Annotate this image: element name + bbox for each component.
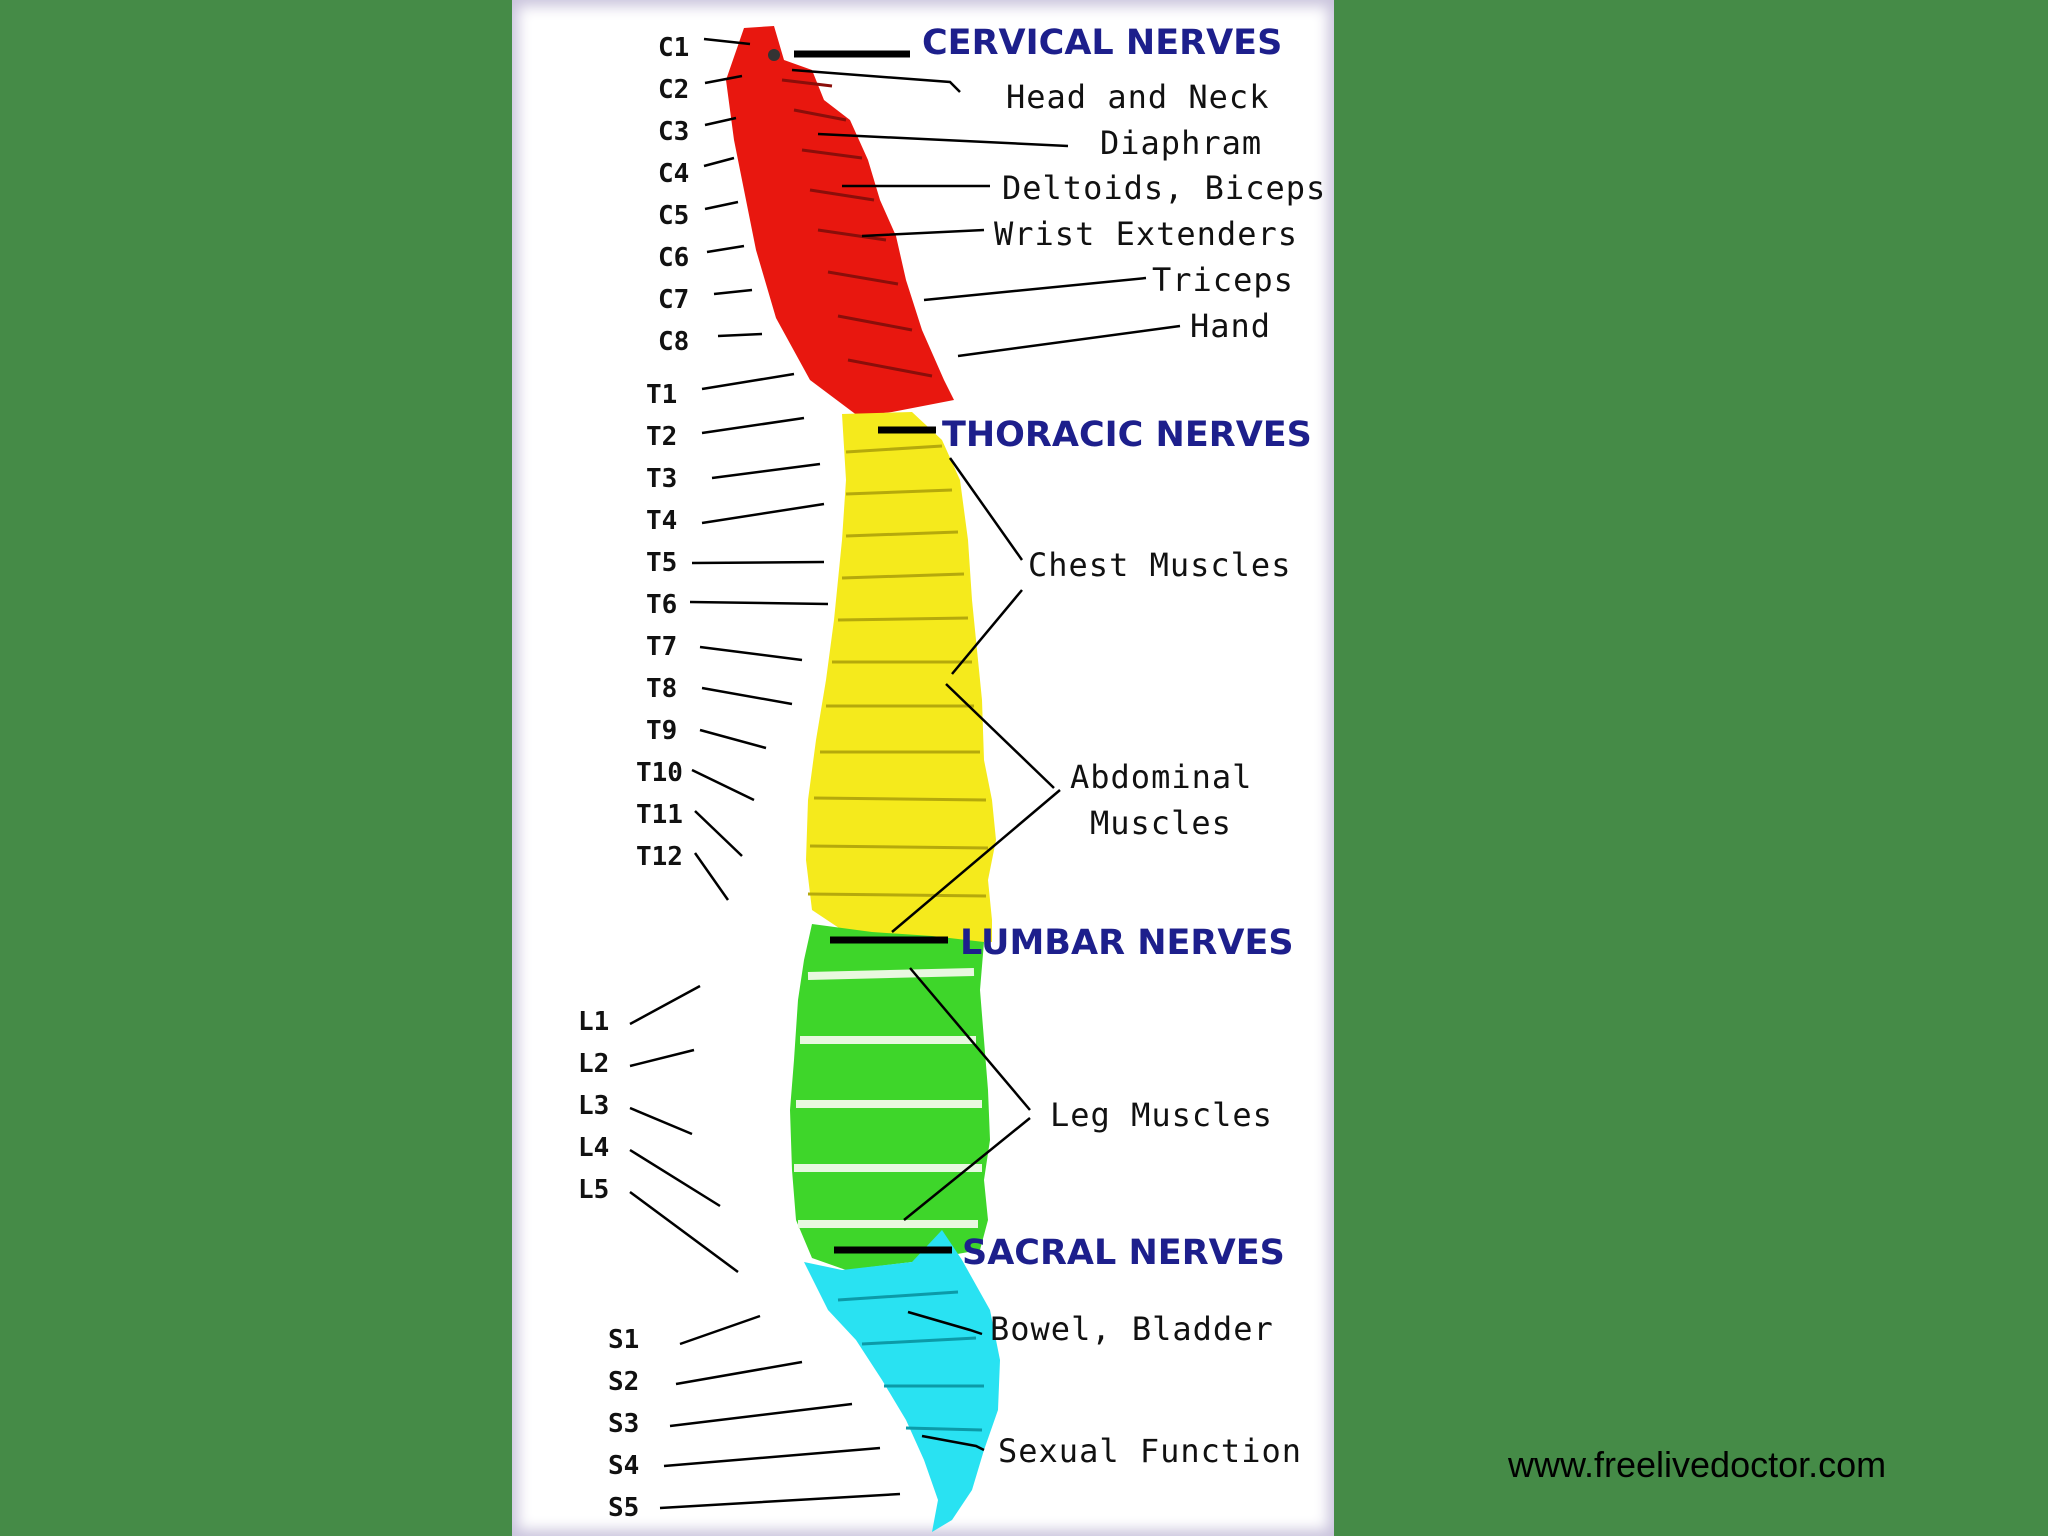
vertebra-label: S2 (608, 1367, 639, 1397)
diagram-panel: CERVICAL NERVES THORACIC NERVES LUMBAR N… (512, 0, 1334, 1536)
heading-cervical-nerves: CERVICAL NERVES (922, 23, 1282, 63)
vertebra-label: C5 (658, 201, 689, 231)
vertebra-label: T7 (646, 632, 677, 662)
vertebra-label: T9 (646, 716, 677, 746)
vertebra-labels-sacral: S1 S2 S3 S4 S5 (608, 1325, 639, 1523)
vertebra-label: T2 (646, 422, 677, 452)
vertebra-label: T11 (636, 800, 683, 830)
vertebra-label: S5 (608, 1493, 639, 1523)
vertebra-labels-lumbar: L1 L2 L3 L4 L5 (578, 1007, 609, 1205)
vertebra-label: L1 (578, 1007, 609, 1037)
vertebra-label: C7 (658, 285, 689, 315)
label-bowel-bladder: Bowel, Bladder (990, 1310, 1274, 1348)
vertebra-label: T10 (636, 758, 683, 788)
leader-lines (629, 37, 1181, 1510)
heading-markers (794, 50, 952, 1254)
vertebra-labels-cervical: C1 C2 C3 C4 C5 C6 C7 C8 (658, 33, 689, 357)
vertebra-label: T8 (646, 674, 677, 704)
heading-sacral-nerves: SACRAL NERVES (962, 1233, 1285, 1273)
vertebra-label: T6 (646, 590, 677, 620)
heading-lumbar-nerves: LUMBAR NERVES (960, 923, 1294, 963)
vertebra-label: L4 (578, 1133, 609, 1163)
heading-thoracic-nerves: THORACIC NERVES (942, 415, 1312, 455)
vertebra-label: T1 (646, 380, 677, 410)
label-chest-muscles: Chest Muscles (1028, 546, 1291, 584)
vertebra-label: S3 (608, 1409, 639, 1439)
label-abdominal: Abdominal (1070, 758, 1252, 796)
label-head-and-neck: Head and Neck (1006, 78, 1269, 116)
website-url: www.freelivedoctor.com (1508, 1444, 1887, 1485)
vertebra-label: S4 (608, 1451, 639, 1481)
vertebra-label: L5 (578, 1175, 609, 1205)
vertebra-labels-thoracic: T1 T2 T3 T4 T5 T6 T7 T8 T9 T10 T11 T12 (636, 380, 683, 872)
vertebra-label: L2 (578, 1049, 609, 1079)
label-sexual-function: Sexual Function (998, 1432, 1302, 1470)
vertebra-label: T12 (636, 842, 683, 872)
label-hand: Hand (1190, 307, 1271, 345)
vertebra-label: C6 (658, 243, 689, 273)
vertebra-label: T3 (646, 464, 677, 494)
label-leg-muscles: Leg Muscles (1050, 1096, 1273, 1134)
sacral-region (804, 1230, 1000, 1532)
vertebra-label: C1 (658, 33, 689, 63)
vertebra-label: C8 (658, 327, 689, 357)
vertebra-label: S1 (608, 1325, 639, 1355)
label-triceps: Triceps (1152, 261, 1294, 299)
label-wrist-extenders: Wrist Extenders (994, 215, 1298, 253)
vertebra-label: L3 (578, 1091, 609, 1121)
vertebra-label: C3 (658, 117, 689, 147)
thoracic-region (806, 412, 996, 942)
label-deltoids-biceps: Deltoids, Biceps (1002, 169, 1326, 207)
label-diaphram: Diaphram (1100, 124, 1262, 162)
lumbar-region (790, 924, 990, 1270)
vertebra-label: C2 (658, 75, 689, 105)
cervical-region (726, 26, 954, 416)
vertebra-label: T5 (646, 548, 677, 578)
vertebra-label: C4 (658, 159, 689, 189)
spine-nerve-diagram: CERVICAL NERVES THORACIC NERVES LUMBAR N… (578, 23, 1326, 1532)
label-muscles: Muscles (1090, 804, 1232, 842)
vertebra-label: T4 (646, 506, 677, 536)
